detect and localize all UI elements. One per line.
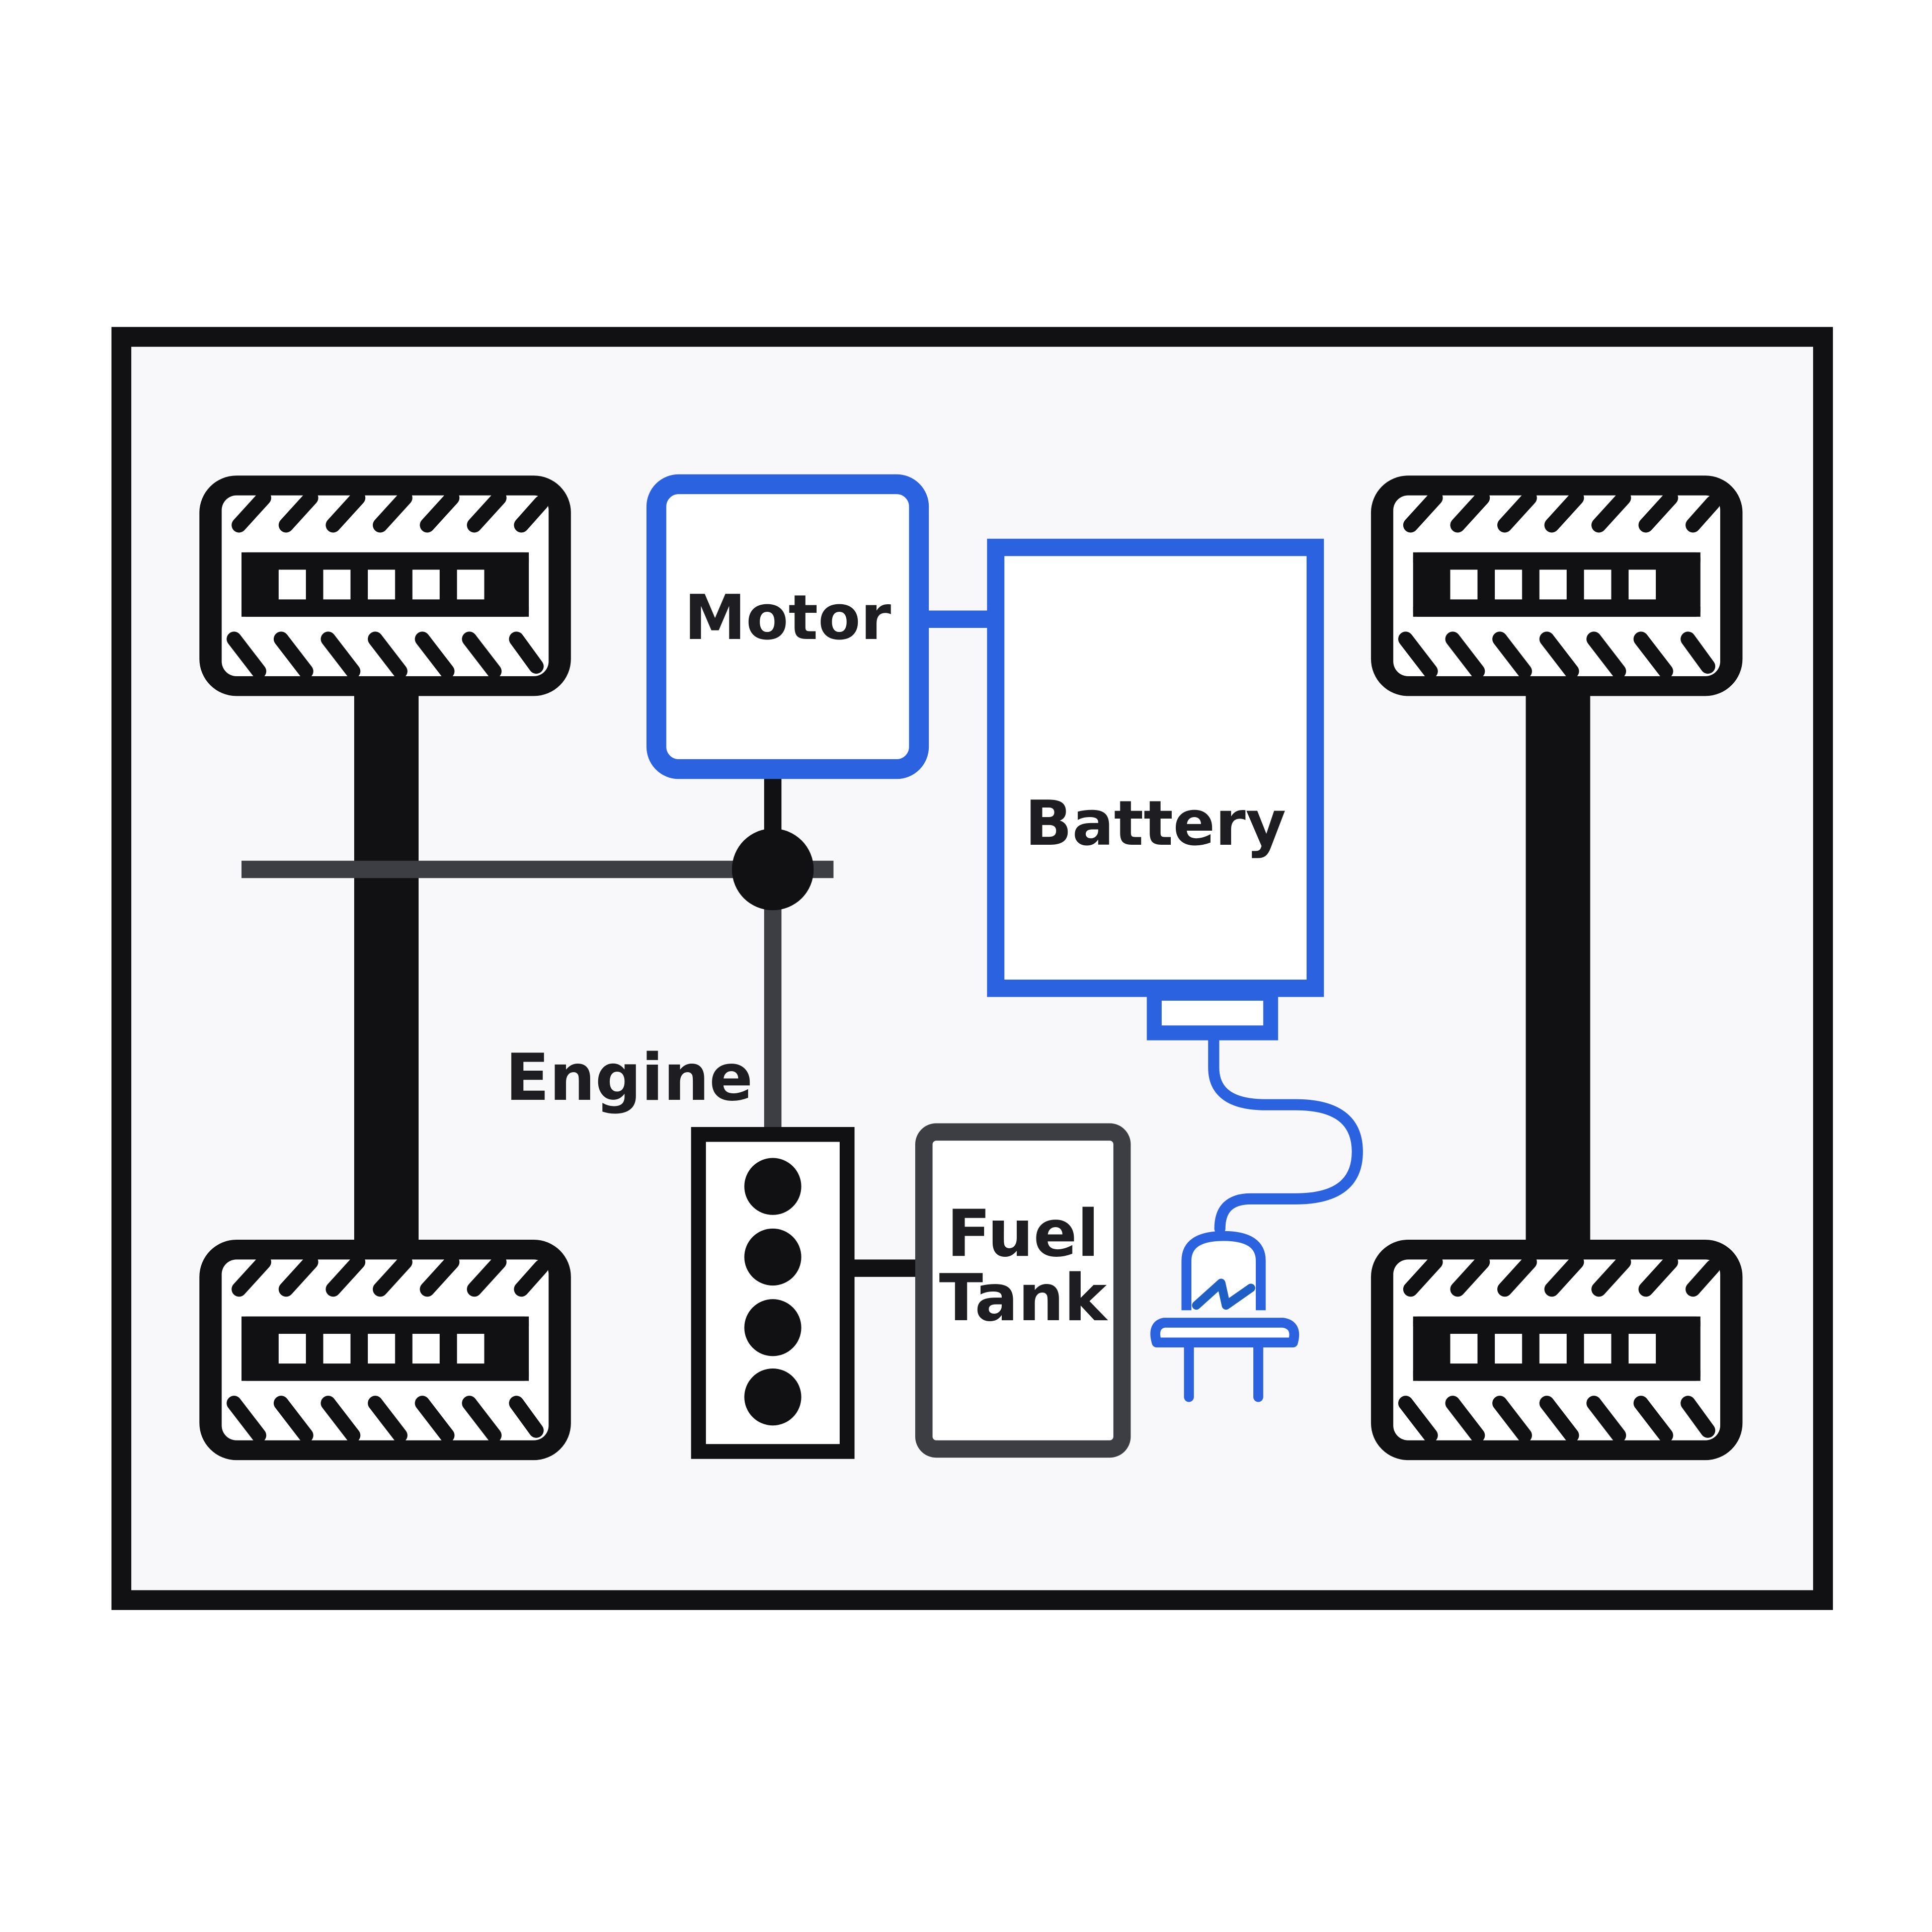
motor-label: Motor [684, 582, 891, 654]
fuel-tank-label-line2: Tank [939, 1261, 1108, 1336]
engine-cylinder-icon [744, 1158, 801, 1426]
battery-block [987, 538, 1324, 997]
battery-label: Battery [1025, 788, 1286, 860]
charge-port [1147, 986, 1278, 1040]
engine-label: Engine [505, 1040, 753, 1115]
power-split-junction-icon [732, 828, 814, 911]
charging-cable [1208, 1032, 1363, 1234]
lightning-bolt-icon [1192, 1278, 1255, 1310]
fuel-tank-label-line1: Fuel [947, 1196, 1099, 1271]
fuel-tank-block [915, 1123, 1131, 1458]
front-axle [354, 693, 419, 1249]
rear-left-tire-icon [1371, 475, 1742, 696]
front-left-tire-icon [199, 475, 571, 696]
rear-axle [1525, 693, 1590, 1249]
rear-right-tire-icon [1371, 1240, 1742, 1460]
front-right-tire-icon [199, 1240, 571, 1460]
electric-plug-icon [1150, 1231, 1300, 1402]
